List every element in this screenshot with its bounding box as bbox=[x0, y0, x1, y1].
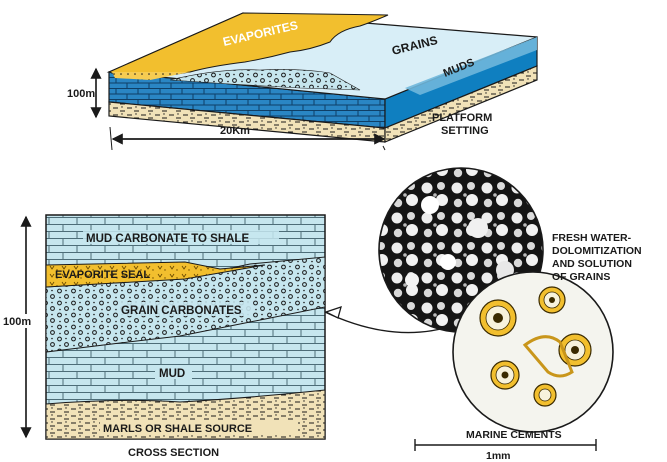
cross-section: MUD CARBONATE TO SHALE EVAPORITE SEAL GR… bbox=[2, 215, 325, 459]
micro-label-upper-line2: DOLOMITIZATION bbox=[552, 245, 642, 257]
connector-arrow-head bbox=[326, 307, 341, 318]
label-grain-carbonates: GRAIN CARBONATES bbox=[121, 305, 242, 317]
platform-label-setting-line1: PLATFORM bbox=[432, 112, 492, 124]
platform-label-setting-line2: SETTING bbox=[441, 125, 489, 137]
label-marls: MARLS OR SHALE SOURCE bbox=[103, 423, 252, 435]
micro-label-upper: FRESH WATER- DOLOMITIZATION AND SOLUTION… bbox=[552, 232, 642, 283]
platform-horizontal-scale-label: 20Km bbox=[220, 125, 250, 137]
micro-scale-bar: 1mm bbox=[415, 439, 596, 462]
label-mud: MUD bbox=[159, 368, 185, 380]
cross-section-vertical-scale: 100m bbox=[2, 217, 38, 437]
platform-block: EVAPORITES GRAINS MUDS PLATFORM SETTING … bbox=[67, 13, 537, 150]
micro-view-marine-cements bbox=[452, 272, 617, 437]
cross-section-caption: CROSS SECTION bbox=[128, 447, 219, 459]
platform-vertical-scale: 100m bbox=[67, 69, 96, 117]
platform-vertical-scale-label: 100m bbox=[67, 88, 95, 100]
micro-label-upper-line3: AND SOLUTION bbox=[552, 258, 632, 270]
micro-label-lower: MARINE CEMENTS bbox=[466, 429, 562, 441]
label-mud-to-shale: MUD CARBONATE TO SHALE bbox=[86, 233, 249, 245]
micro-label-upper-line1: FRESH WATER- bbox=[552, 232, 632, 244]
cross-section-vertical-scale-label: 100m bbox=[3, 316, 31, 328]
micro-label-upper-line4: OF GRAINS bbox=[552, 271, 610, 283]
label-evaporite-seal: EVAPORITE SEAL bbox=[55, 269, 150, 281]
micro-scale-bar-label: 1mm bbox=[486, 450, 511, 462]
